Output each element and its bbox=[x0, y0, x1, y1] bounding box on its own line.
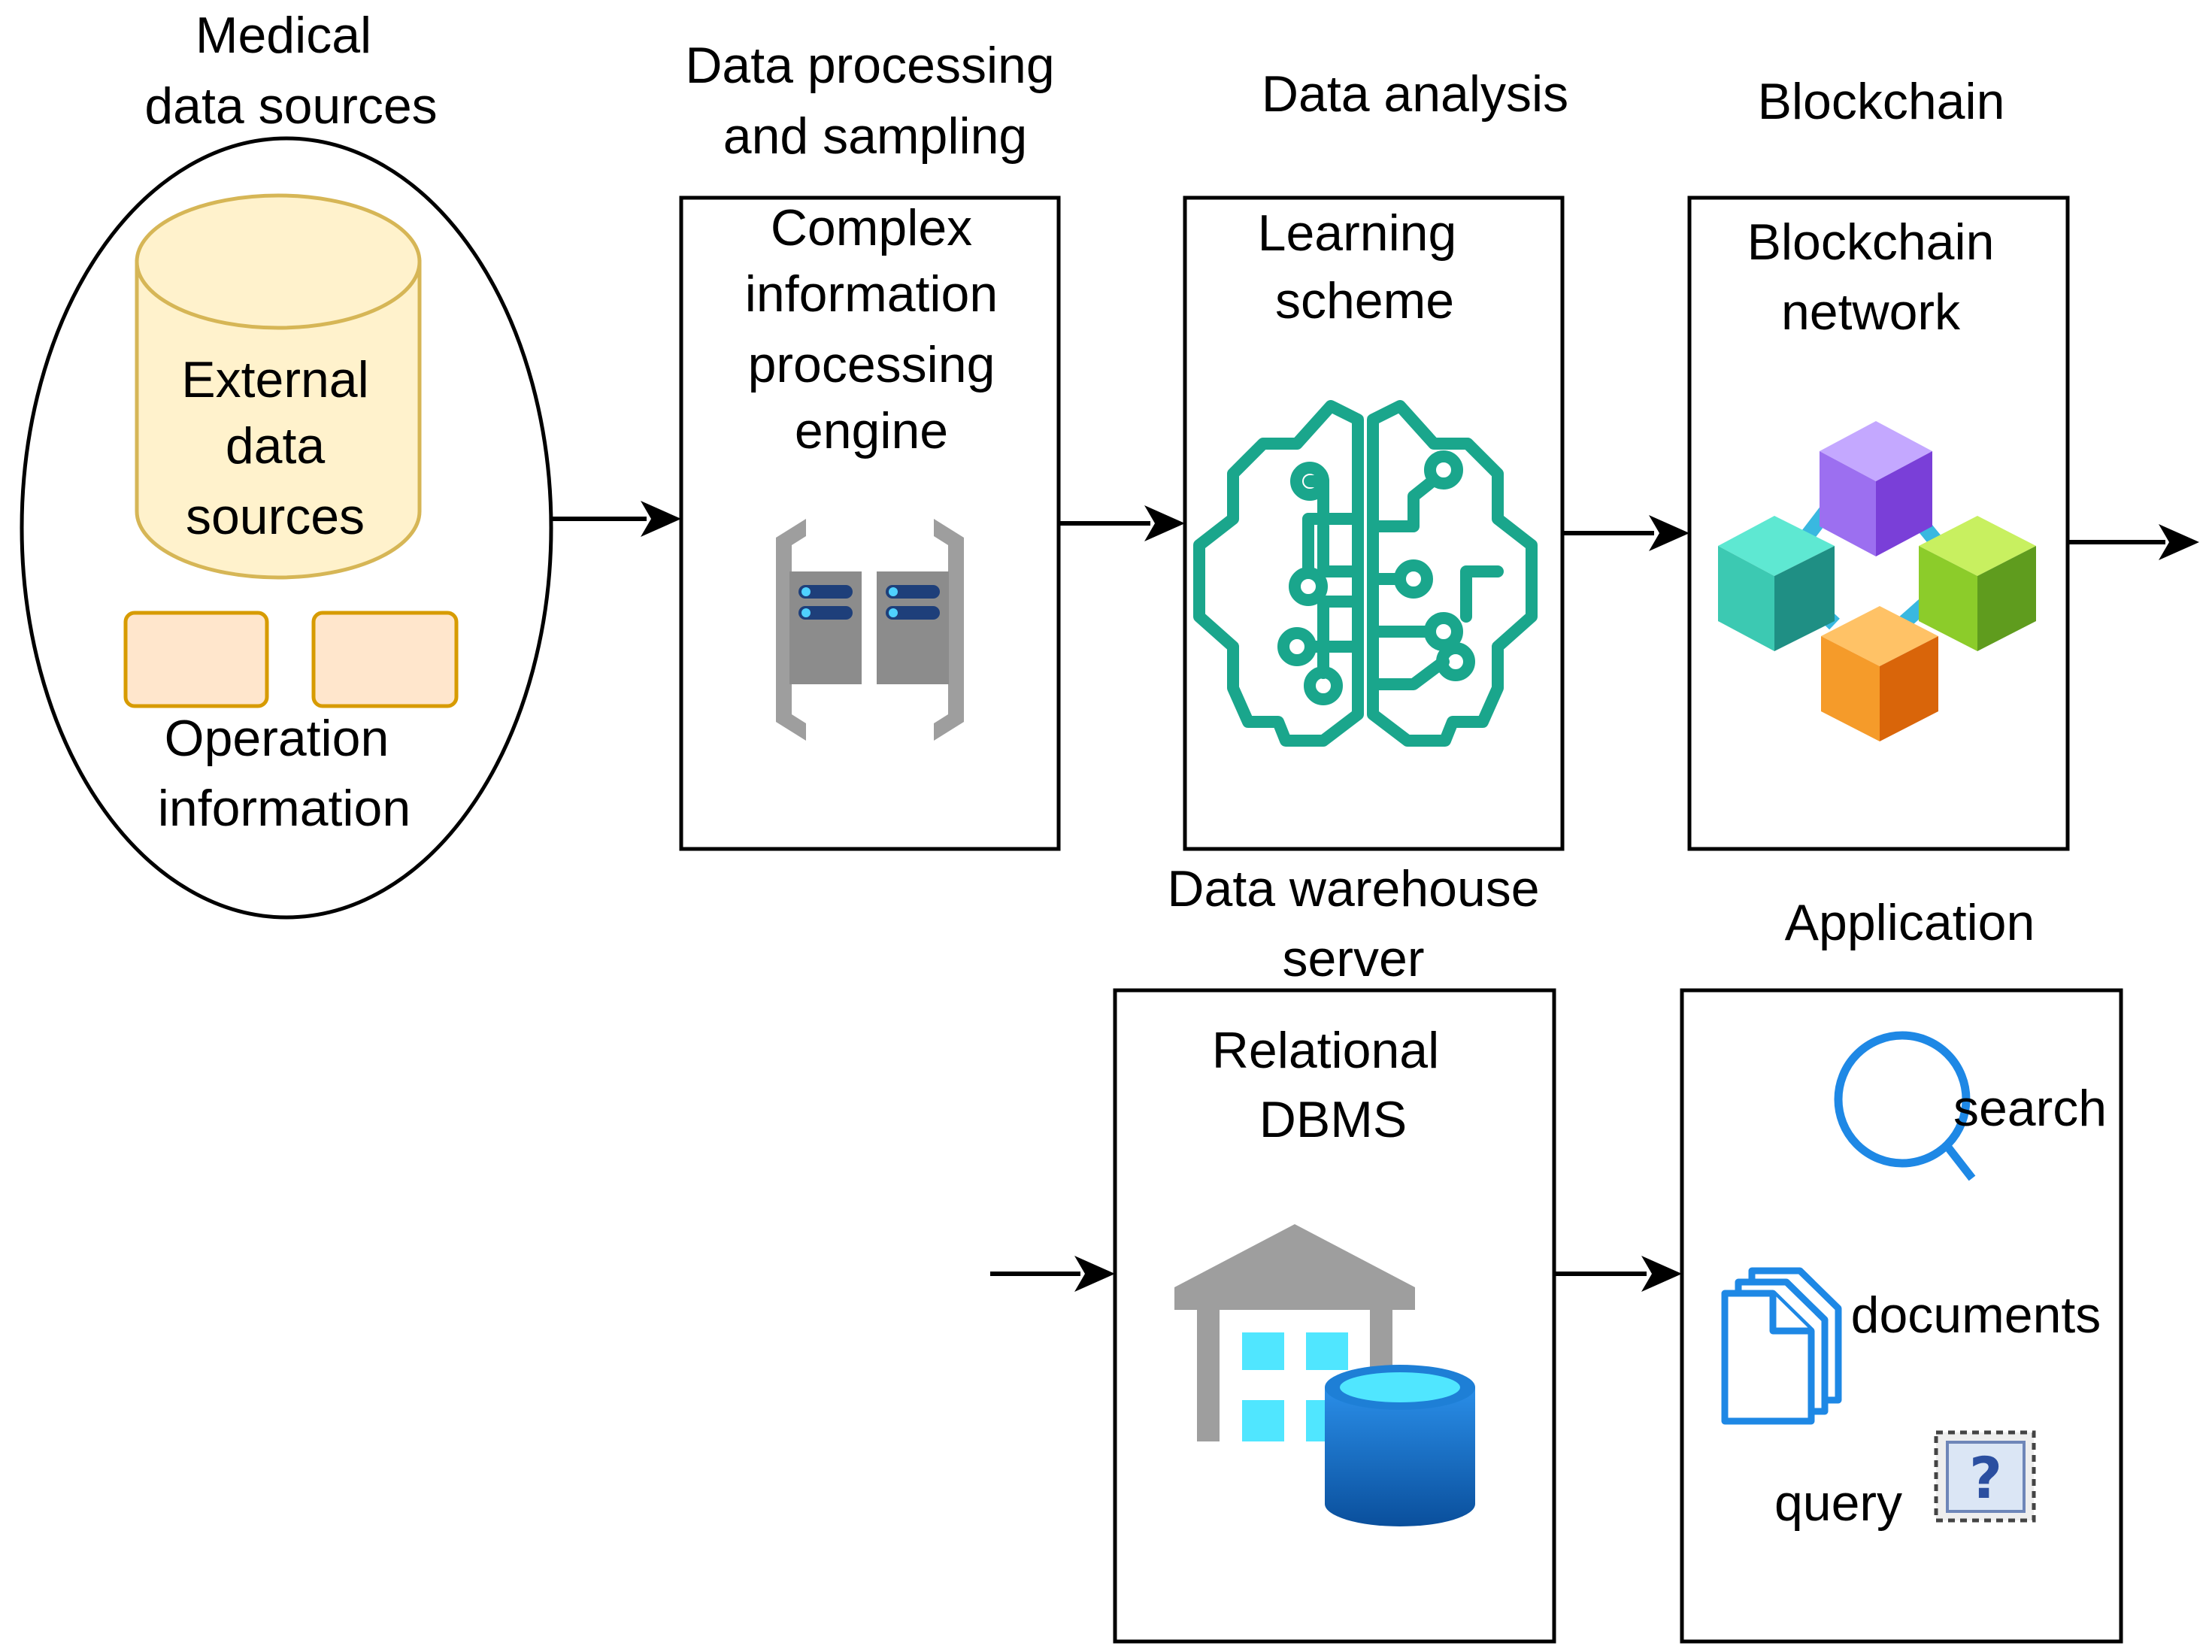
header-medical-line2: data sources bbox=[144, 77, 437, 135]
analysis-box: Learning scheme bbox=[1183, 196, 1565, 851]
header-processing-line2: and sampling bbox=[723, 108, 1027, 165]
header-medical-line1: Medical bbox=[195, 7, 371, 64]
cylinder-label-line2: data bbox=[226, 417, 326, 474]
header-analysis: Data analysis bbox=[1262, 65, 1568, 123]
header-application: Application bbox=[1785, 894, 2035, 951]
operation-box-right bbox=[311, 611, 459, 708]
brain-circuit-icon bbox=[1193, 400, 1538, 747]
header-processing-line1: Data processing bbox=[685, 37, 1054, 94]
arrow-blockchain-out bbox=[2068, 524, 2199, 560]
arrow-sources-to-processing bbox=[552, 501, 681, 537]
processing-label-line3: processing bbox=[748, 336, 995, 393]
search-icon bbox=[1834, 1031, 1976, 1181]
warehouse-box: Relational DBMS bbox=[1113, 988, 1556, 1644]
connector-arrows bbox=[552, 501, 2199, 1292]
server-engine-icon bbox=[776, 519, 964, 741]
header-blockchain: Blockchain bbox=[1758, 73, 2005, 130]
arrow-into-warehouse bbox=[990, 1256, 1115, 1292]
query-icon: ? bbox=[1934, 1430, 2036, 1523]
medical-data-sources-group: External data sources Operation informat… bbox=[20, 136, 553, 920]
processing-label-line4: engine bbox=[795, 402, 948, 459]
blockchain-box: Blockchain network bbox=[1687, 196, 2070, 851]
warehouse-label-line1: Relational bbox=[1212, 1022, 1439, 1079]
external-data-cylinder bbox=[135, 193, 422, 580]
documents-icon bbox=[1721, 1267, 1842, 1425]
arrow-processing-to-analysis bbox=[1059, 505, 1185, 541]
blockchain-label-line2: network bbox=[1781, 283, 1961, 341]
operation-label-line2: information bbox=[158, 780, 411, 837]
svg-text:?: ? bbox=[1969, 1444, 2002, 1511]
search-label: search bbox=[1953, 1080, 2107, 1137]
operation-label-line1: Operation bbox=[165, 710, 389, 767]
analysis-label-line2: scheme bbox=[1275, 272, 1454, 329]
cylinder-label-line3: sources bbox=[186, 488, 365, 545]
arrow-analysis-to-blockchain bbox=[1562, 515, 1689, 551]
processing-box: Complex information processing engine bbox=[679, 196, 1061, 851]
header-warehouse-line2: server bbox=[1283, 930, 1425, 987]
documents-label: documents bbox=[1851, 1287, 2101, 1344]
processing-label-line2: information bbox=[745, 265, 998, 323]
analysis-label-line1: Learning bbox=[1258, 205, 1457, 262]
cylinder-label-line1: External bbox=[181, 351, 368, 408]
query-label: query bbox=[1774, 1475, 1902, 1532]
warehouse-label-line2: DBMS bbox=[1259, 1091, 1407, 1148]
warehouse-database-icon bbox=[1174, 1224, 1475, 1526]
header-warehouse-line1: Data warehouse bbox=[1167, 860, 1539, 917]
blockchain-label-line1: Blockchain bbox=[1747, 214, 1995, 271]
operation-box-left bbox=[123, 611, 269, 708]
processing-label-line1: Complex bbox=[771, 199, 972, 256]
application-box: search documents query ? bbox=[1680, 988, 2123, 1644]
arrow-warehouse-to-application bbox=[1554, 1256, 1682, 1292]
blockchain-cubes-icon bbox=[1718, 421, 2036, 741]
